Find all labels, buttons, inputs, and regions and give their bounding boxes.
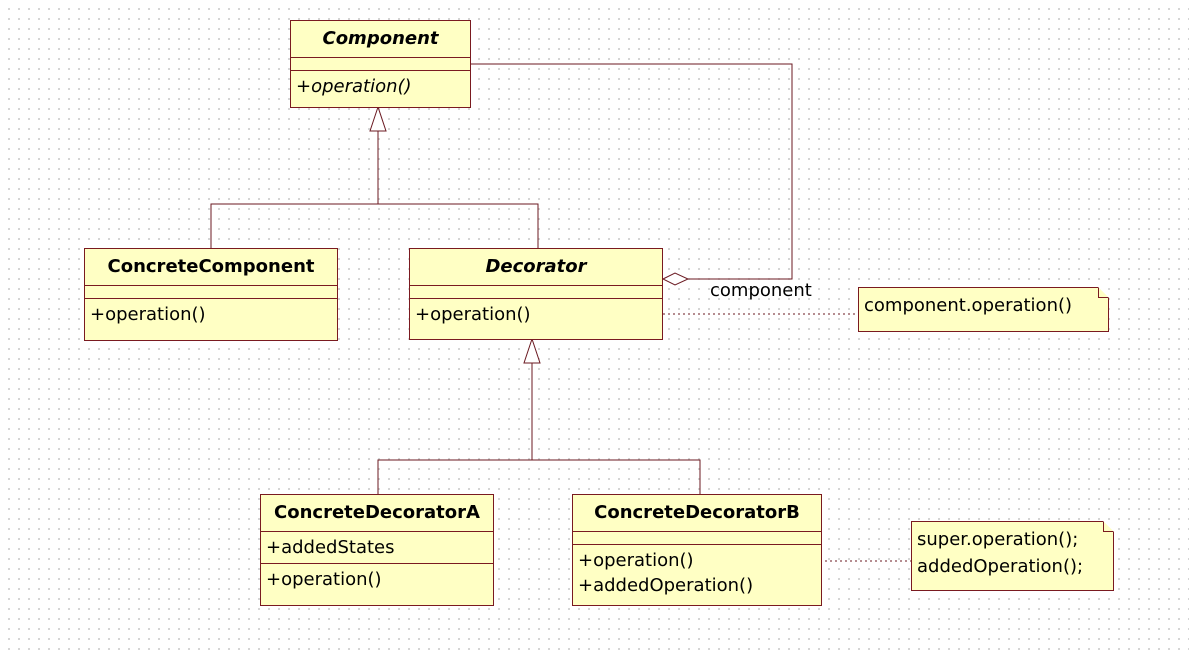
operation: +operation()	[296, 76, 412, 97]
class-concrete-decorator-b[interactable]: ConcreteDecoratorB +operation() +addedOp…	[572, 494, 822, 606]
operations-compartment: +operation()	[410, 299, 662, 330]
operations-compartment: +operation() +addedOperation()	[573, 545, 821, 601]
note-fold-corner	[1103, 521, 1114, 532]
attributes-compartment: +addedStates	[261, 532, 493, 564]
operation: +operation()	[90, 304, 206, 325]
class-name: Decorator	[410, 249, 662, 286]
class-decorator[interactable]: Decorator +operation()	[409, 248, 663, 340]
operations-compartment: +operation()	[85, 299, 337, 330]
note-line: super.operation();	[917, 529, 1079, 550]
attributes-compartment	[410, 286, 662, 299]
attribute: +addedStates	[266, 537, 395, 558]
generalization-arrowhead-decorator	[523, 337, 541, 364]
attributes-compartment	[573, 532, 821, 545]
aggregation-diamond	[661, 272, 690, 286]
class-concrete-decorator-a[interactable]: ConcreteDecoratorA +addedStates +operati…	[260, 494, 494, 606]
class-component[interactable]: Component +operation()	[290, 20, 471, 108]
class-concrete-component[interactable]: ConcreteComponent +operation()	[84, 248, 338, 341]
attributes-compartment	[291, 58, 470, 71]
aggregation-connector	[471, 63, 793, 280]
operation: +operation()	[266, 569, 382, 590]
generalization-arrowhead-component	[369, 105, 387, 132]
association-role-label: component	[710, 280, 812, 301]
operations-compartment: +operation()	[291, 71, 470, 102]
operation: +operation()	[415, 304, 531, 325]
operation: +addedOperation()	[578, 575, 754, 596]
generalization-connector-decorator	[377, 363, 701, 494]
note-decorator-operation[interactable]: component.operation()	[858, 287, 1109, 332]
attributes-compartment	[85, 286, 337, 299]
note-fold-corner	[1098, 287, 1109, 298]
class-name: ConcreteDecoratorB	[573, 495, 821, 532]
note-decorator-b-operation[interactable]: super.operation(); addedOperation();	[911, 521, 1114, 591]
note-line: addedOperation();	[917, 556, 1084, 577]
operation: +operation()	[578, 550, 694, 571]
operations-compartment: +operation()	[261, 564, 493, 595]
class-name: ConcreteDecoratorA	[261, 495, 493, 532]
class-name: ConcreteComponent	[85, 249, 337, 286]
class-name: Component	[291, 21, 470, 58]
generalization-connector-component	[210, 131, 539, 248]
note-line: component.operation()	[864, 295, 1073, 316]
